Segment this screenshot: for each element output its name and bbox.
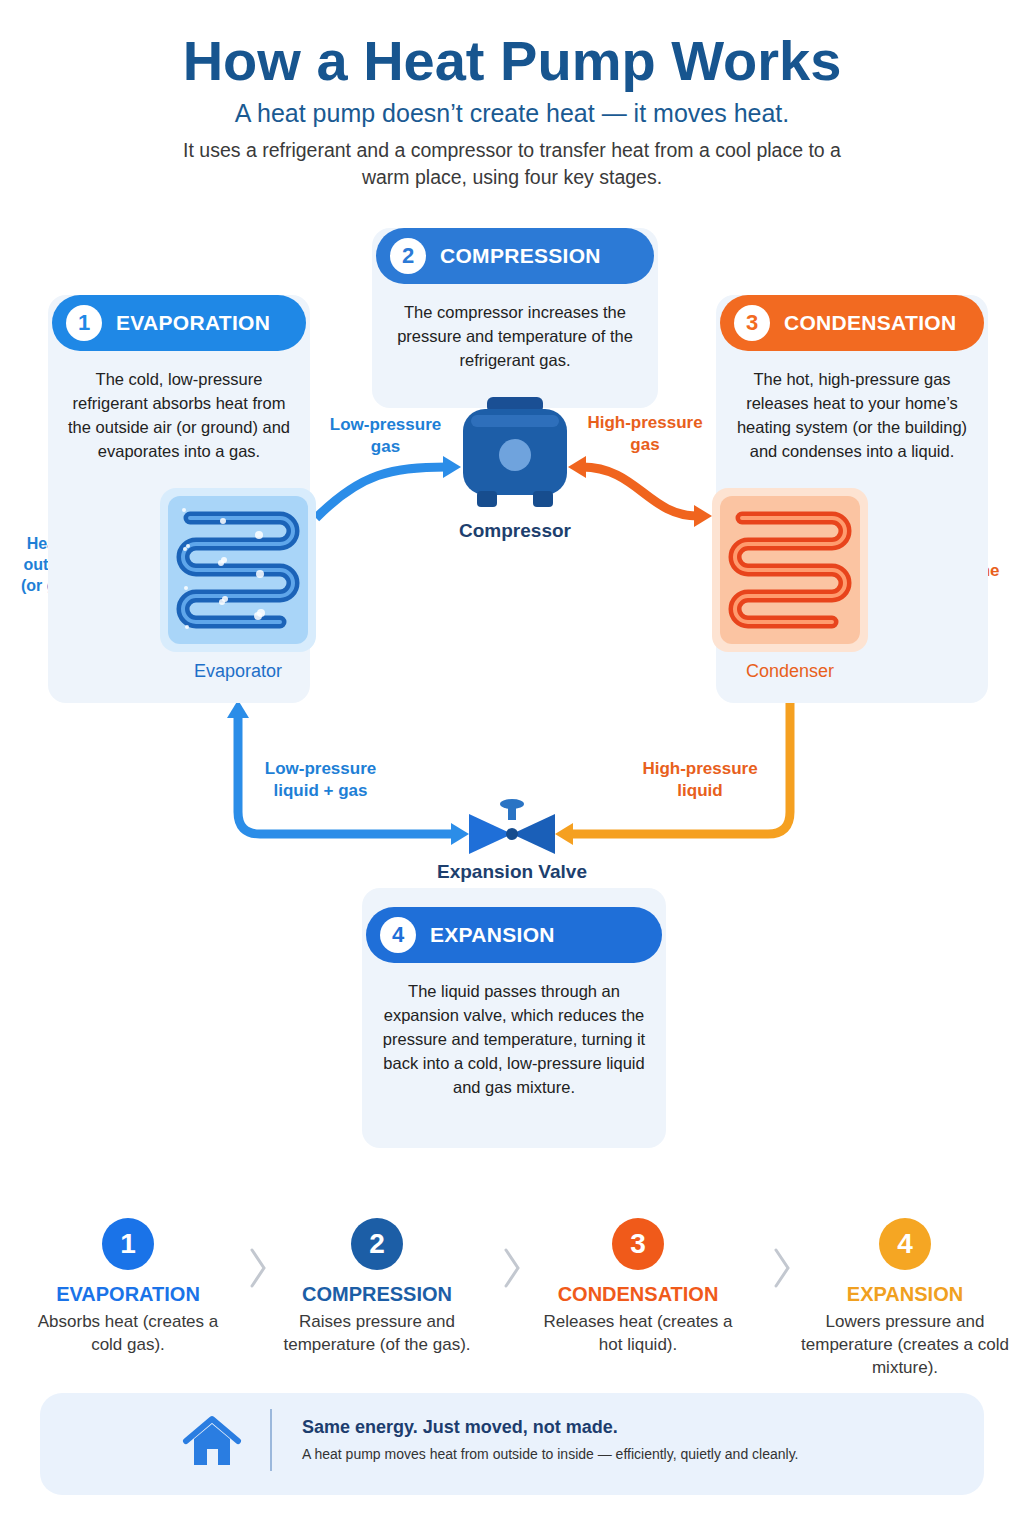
stage-description: The liquid passes through an expansion v… xyxy=(376,979,652,1099)
compressor: Compressor xyxy=(440,395,590,563)
evaporator: Evaporator xyxy=(160,488,316,700)
refrigerant-flow-arrow xyxy=(238,714,455,834)
text-holder: Compressor xyxy=(440,519,590,543)
step-description: Releases heat (creates a hot liquid). xyxy=(533,1310,743,1356)
compressor-symbol xyxy=(457,395,573,511)
callout-number: 1 xyxy=(102,1218,154,1270)
callout-number: 3 xyxy=(746,305,758,341)
text-holder: It uses a refrigerant and a compressor t… xyxy=(180,137,844,191)
stage-header: 4 EXPANSION xyxy=(366,907,662,963)
number-circle: 1 xyxy=(102,1218,154,1270)
number-circle: 2 xyxy=(351,1218,403,1270)
stage-description: The hot, high-pressure gas releases heat… xyxy=(730,367,974,463)
number-circle: 4 xyxy=(380,917,416,953)
refrigerant-flow-arrow xyxy=(582,467,698,516)
number-circle: 4 xyxy=(879,1218,931,1270)
footer-band: Same energy. Just moved, not made. A heat… xyxy=(40,1393,984,1495)
footer-text: A heat pump moves heat from outside to i… xyxy=(302,1443,962,1465)
refrigerant-flow-arrow xyxy=(569,700,790,834)
condenser-coil xyxy=(712,488,868,652)
text-holder: The cold, low-pressure refrigerant absor… xyxy=(62,367,296,463)
step-description: Lowers pressure and temperature (creates… xyxy=(800,1310,1010,1379)
text-holder: Condenser xyxy=(712,660,868,682)
callout-number: 4 xyxy=(392,917,404,953)
component-label: Compressor xyxy=(440,519,590,543)
stage-heading: COMPRESSION xyxy=(440,244,601,268)
text-holder: Low-pressure liquid + gas xyxy=(258,758,383,802)
summary-step: 1EVAPORATION Absorbs heat (creates a cold… xyxy=(23,1218,233,1356)
text-holder: The liquid passes through an expansion v… xyxy=(376,979,652,1099)
text-holder: High-pressure liquid xyxy=(630,758,770,802)
number-circle: 3 xyxy=(612,1218,664,1270)
footer-heading: Same energy. Just moved, not made. xyxy=(302,1415,962,1439)
stage-description: The cold, low-pressure refrigerant absor… xyxy=(62,367,296,463)
stage-heading: EXPANSION xyxy=(430,923,555,947)
stage-panel: 1 EVAPORATION The cold, low-pressure refri… xyxy=(48,295,310,703)
text-holder: A heat pump doesn’t create heat — it mov… xyxy=(0,98,1024,128)
step-description: Raises pressure and temperature (of the … xyxy=(272,1310,482,1356)
refrigerant-flow-arrow xyxy=(316,467,447,518)
summary-step: 4EXPANSION Lowers pressure and temperatur… xyxy=(800,1218,1010,1379)
step-description: Absorbs heat (creates a cold gas). xyxy=(23,1310,233,1356)
stage-header: 2 COMPRESSION xyxy=(376,228,654,284)
flow-label: High-pressure liquid xyxy=(630,758,770,802)
stage-heading: EVAPORATION xyxy=(116,311,270,335)
text-holder: Evaporator xyxy=(160,660,316,682)
summary-step: 3CONDENSATION Releases heat (creates a ho… xyxy=(533,1218,743,1356)
stage-heading: CONDENSATION xyxy=(784,311,956,335)
text-holder: How a Heat Pump Works xyxy=(0,30,1024,92)
expansion-valve: Expansion Valve xyxy=(412,798,612,896)
callout-number: 2 xyxy=(351,1218,403,1270)
condenser: Condenser xyxy=(712,488,868,700)
text-holder: Expansion Valve xyxy=(412,860,612,884)
stage-panel: 2 COMPRESSION The compressor increases the… xyxy=(372,228,658,408)
component-label: Expansion Valve xyxy=(412,860,612,884)
stage-panel: 3 CONDENSATION The hot, high-pressure gas … xyxy=(716,295,988,703)
text-holder: The compressor increases the pressure an… xyxy=(386,300,644,372)
step-heading: EVAPORATION xyxy=(23,1282,233,1306)
callout-number: 2 xyxy=(402,238,414,274)
text-holder: Low-pressure gas xyxy=(318,414,453,458)
step-heading: COMPRESSION xyxy=(272,1282,482,1306)
callout-number: 3 xyxy=(612,1218,664,1270)
number-circle: 3 xyxy=(734,305,770,341)
stage-header: 1 EVAPORATION xyxy=(52,295,306,351)
number-circle: 2 xyxy=(390,238,426,274)
summary-step: 2COMPRESSION Raises pressure and temperat… xyxy=(272,1218,482,1356)
flow-label: Low-pressure gas xyxy=(318,414,453,458)
intro-text: It uses a refrigerant and a compressor t… xyxy=(180,137,844,191)
text-holder: The hot, high-pressure gas releases heat… xyxy=(730,367,974,463)
text-holder: High-pressure gas xyxy=(580,412,710,456)
stage-header: 3 CONDENSATION xyxy=(720,295,984,351)
component-label: Condenser xyxy=(712,660,868,682)
evaporator-coil xyxy=(160,488,316,652)
divider xyxy=(270,1409,272,1471)
house-icon xyxy=(180,1413,244,1469)
subtitle: A heat pump doesn’t create heat — it mov… xyxy=(0,98,1024,128)
flow-label: Low-pressure liquid + gas xyxy=(258,758,383,802)
callout-number: 4 xyxy=(879,1218,931,1270)
stage-description: The compressor increases the pressure an… xyxy=(386,300,644,372)
callout-number: 1 xyxy=(78,305,90,341)
stage-panel: 4 EXPANSION The liquid passes through an e… xyxy=(362,888,666,1148)
component-label: Evaporator xyxy=(160,660,316,682)
step-chevrons xyxy=(252,1250,788,1286)
number-circle: 1 xyxy=(66,305,102,341)
step-heading: EXPANSION xyxy=(800,1282,1010,1306)
flow-label: High-pressure gas xyxy=(580,412,710,456)
title: How a Heat Pump Works xyxy=(0,30,1024,92)
step-heading: CONDENSATION xyxy=(533,1282,743,1306)
expansion-valve-symbol xyxy=(467,798,557,854)
text-holder: Same energy. Just moved, not made. A heat… xyxy=(302,1415,962,1465)
